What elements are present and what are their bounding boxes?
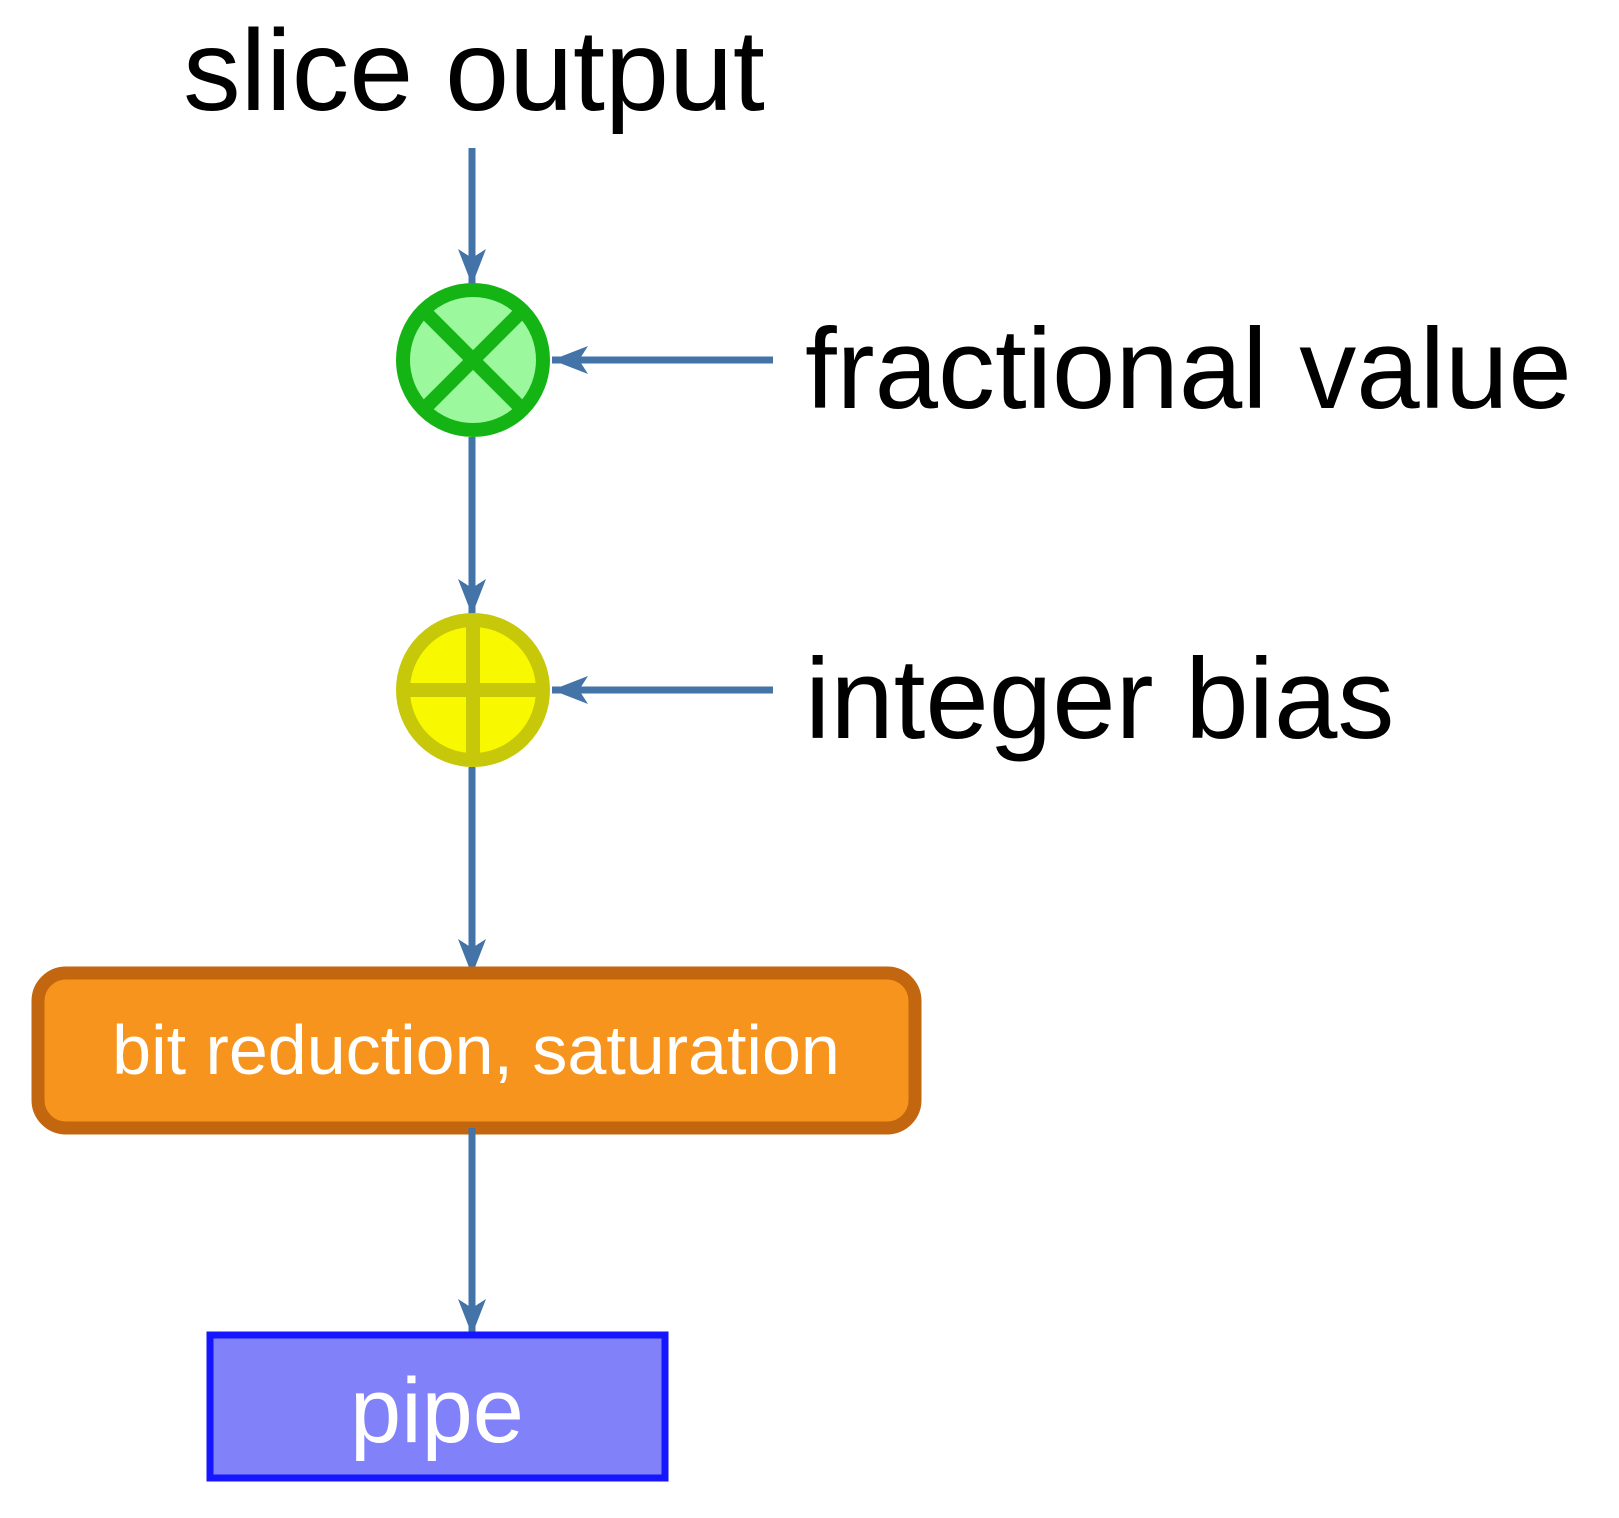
add-node	[396, 613, 550, 767]
fractional-value-label: fractional value	[805, 306, 1572, 433]
bit-reduction-box	[31, 966, 922, 1135]
slice-output-label: slice output	[183, 7, 765, 135]
pipe-node: pipe	[206, 1331, 669, 1482]
bit-reduction-node: bit reduction, saturation	[31, 966, 922, 1135]
multiply-x-stroke-2	[418, 305, 528, 415]
pipe-label: pipe	[350, 1360, 524, 1462]
multiply-node	[396, 283, 550, 437]
bit-reduction-label: bit reduction, saturation	[112, 1011, 840, 1089]
pipe-box	[206, 1331, 669, 1482]
integer-bias-label: integer bias	[805, 636, 1394, 763]
